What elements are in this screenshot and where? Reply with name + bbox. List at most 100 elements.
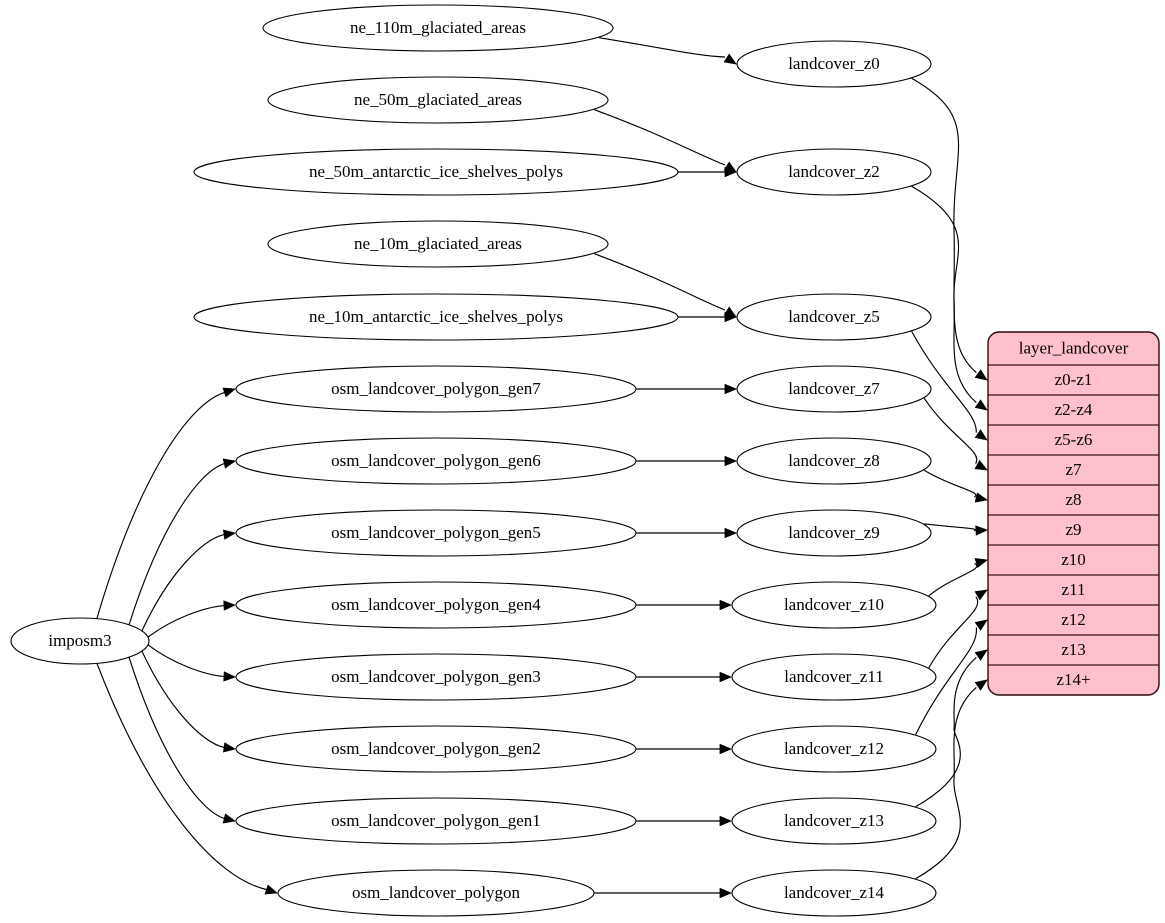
node-osm-landcover-polygon-gen2[interactable]: osm_landcover_polygon_gen2: [235, 725, 637, 773]
node-imposm3[interactable]: imposm3: [10, 617, 150, 665]
table-row[interactable]: z5-z6: [1055, 430, 1093, 449]
node-osm-landcover-polygon-gen5[interactable]: osm_landcover_polygon_gen5: [235, 509, 637, 557]
edge-line: [915, 686, 977, 880]
node-shape: [235, 365, 637, 413]
node-label: osm_landcover_polygon_gen4: [331, 595, 541, 614]
edge-line: [598, 37, 726, 58]
node-label: osm_landcover_polygon_gen6: [331, 451, 541, 470]
node-shape: [731, 725, 937, 773]
edge-line: [128, 462, 225, 626]
node-osm-landcover-polygon-gen1[interactable]: osm_landcover_polygon_gen1: [235, 797, 637, 845]
edge-line: [146, 643, 225, 678]
edge-arrowhead: [719, 887, 733, 899]
table-row[interactable]: z13: [1061, 640, 1086, 659]
table-row[interactable]: z14+: [1056, 670, 1090, 689]
node-ne-110m-glaciated-areas[interactable]: ne_110m_glaciated_areas: [262, 4, 614, 52]
node-landcover-z2[interactable]: landcover_z2: [736, 148, 932, 196]
node-landcover-z9[interactable]: landcover_z9: [736, 509, 932, 557]
node-shape: [235, 653, 637, 701]
table-row[interactable]: z8: [1065, 490, 1081, 509]
node-label: landcover_z0: [788, 54, 880, 73]
node-label: osm_landcover_polygon_gen5: [331, 523, 541, 542]
edge-osm-landcover-polygon-gen4-to-landcover-z10: [636, 599, 733, 611]
node-osm-landcover-polygon-gen3[interactable]: osm_landcover_polygon_gen3: [235, 653, 637, 701]
node-label: landcover_z9: [788, 523, 880, 542]
node-label: ne_10m_antarctic_ice_shelves_polys: [309, 307, 563, 326]
node-label: ne_110m_glaciated_areas: [350, 18, 526, 37]
node-landcover-z0[interactable]: landcover_z0: [736, 40, 932, 88]
edge-landcover-z9-to-z9: [924, 523, 989, 536]
edge-arrowhead: [223, 671, 237, 682]
node-ne-10m-glaciated-areas[interactable]: ne_10m_glaciated_areas: [267, 220, 609, 268]
table-row[interactable]: z11: [1062, 580, 1086, 599]
node-osm-landcover-polygon-gen4[interactable]: osm_landcover_polygon_gen4: [235, 581, 637, 629]
edge-landcover-z11-to-z11: [928, 589, 988, 669]
edge-arrowhead: [724, 166, 738, 178]
node-label: landcover_z12: [784, 739, 884, 758]
node-ne-50m-antarctic-ice-shelves-polys[interactable]: ne_50m_antarctic_ice_shelves_polys: [193, 148, 679, 196]
edge-osm-landcover-polygon-gen3-to-landcover-z11: [636, 671, 733, 683]
edge-landcover-z14-to-z14-: [915, 679, 988, 880]
edge-arrowhead: [719, 743, 733, 755]
node-landcover-z5[interactable]: landcover_z5: [736, 293, 932, 341]
edge-osm-landcover-polygon-gen6-to-landcover-z8: [636, 455, 738, 467]
table-row[interactable]: z9: [1065, 520, 1081, 539]
node-landcover-z8[interactable]: landcover_z8: [736, 437, 932, 485]
node-osm-landcover-polygon-gen6[interactable]: osm_landcover_polygon_gen6: [235, 437, 637, 485]
edge-landcover-z12-to-z12: [915, 619, 988, 735]
table-row[interactable]: z7: [1065, 460, 1082, 479]
node-shape: [262, 4, 614, 52]
table-row[interactable]: z10: [1061, 550, 1086, 569]
node-shape: [736, 293, 932, 341]
node-shape: [736, 365, 932, 413]
edge-line: [140, 650, 225, 749]
node-shape: [235, 437, 637, 485]
node-shape: [193, 148, 679, 196]
node-landcover-z14[interactable]: landcover_z14: [731, 869, 937, 917]
node-shape: [736, 40, 932, 88]
edge-line: [915, 627, 977, 735]
edge-arrowhead: [974, 429, 988, 441]
node-ne-10m-antarctic-ice-shelves-polys[interactable]: ne_10m_antarctic_ice_shelves_polys: [193, 293, 679, 341]
node-landcover-z12[interactable]: landcover_z12: [731, 725, 937, 773]
node-landcover-z10[interactable]: landcover_z10: [731, 581, 937, 629]
edge-arrowhead: [724, 527, 738, 539]
node-landcover-z7[interactable]: landcover_z7: [736, 365, 932, 413]
node-shape: [235, 581, 637, 629]
node-osm-landcover-polygon[interactable]: osm_landcover_polygon: [277, 869, 595, 917]
node-osm-landcover-polygon-gen7[interactable]: osm_landcover_polygon_gen7: [235, 365, 637, 413]
edge-line: [911, 330, 977, 433]
edge-arrowhead: [974, 589, 988, 601]
node-shape: [267, 76, 609, 124]
node-ne-50m-glaciated-areas[interactable]: ne_50m_glaciated_areas: [267, 76, 609, 124]
node-label: imposm3: [48, 631, 111, 650]
layer-landcover-table: layer_landcoverz0-z1z2-z4z5-z6z7z8z9z10z…: [987, 331, 1160, 696]
node-shape: [10, 617, 150, 665]
node-landcover-z11[interactable]: landcover_z11: [731, 653, 937, 701]
node-landcover-z13[interactable]: landcover_z13: [731, 797, 937, 845]
edge-landcover-z0-to-z0-z1: [911, 77, 988, 381]
table-row[interactable]: z0-z1: [1055, 370, 1093, 389]
edge-imposm3-to-osm-landcover-polygon-gen3: [146, 643, 237, 682]
edge-imposm3-to-osm-landcover-polygon-gen2: [140, 650, 237, 753]
edge-arrowhead: [974, 649, 988, 661]
node-label: osm_landcover_polygon_gen2: [331, 739, 541, 758]
edge-line: [923, 469, 977, 498]
edge-arrowhead: [974, 369, 988, 381]
edge-line: [594, 253, 726, 311]
edge-arrowhead: [974, 619, 988, 631]
table-row[interactable]: z12: [1061, 610, 1086, 629]
edge-arrowhead: [719, 815, 733, 827]
edge-imposm3-to-osm-landcover-polygon-gen5: [140, 529, 237, 632]
edge-osm-landcover-polygon-to-landcover-z14: [594, 887, 733, 899]
edge-arrowhead: [975, 525, 989, 536]
edge-landcover-z2-to-z2-z4: [911, 185, 988, 411]
node-label: osm_landcover_polygon_gen3: [331, 667, 541, 686]
edge-imposm3-to-osm-landcover-polygon-gen7: [96, 387, 236, 620]
edge-landcover-z13-to-z13: [915, 649, 988, 808]
node-shape: [731, 581, 937, 629]
table-row[interactable]: z2-z4: [1055, 400, 1093, 419]
edge-osm-landcover-polygon-gen1-to-landcover-z13: [636, 815, 733, 827]
